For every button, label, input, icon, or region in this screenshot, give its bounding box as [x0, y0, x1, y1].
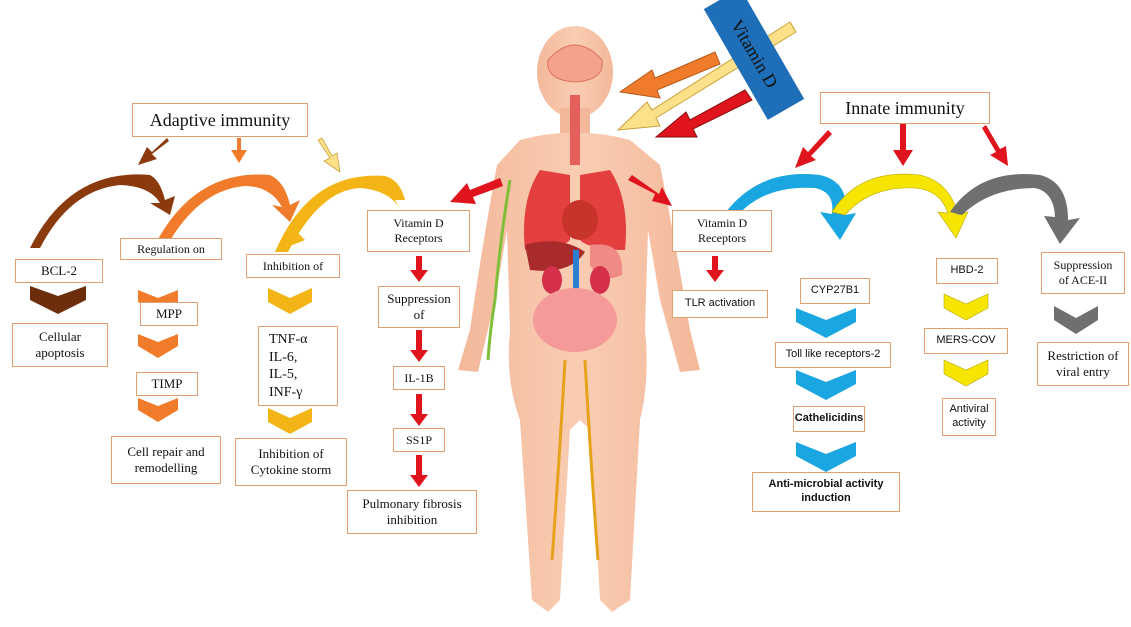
- mers-cov-box: MERS-COV: [924, 328, 1008, 354]
- adaptive-immunity-title: Adaptive immunity: [132, 103, 308, 137]
- hbd2-box: HBD-2: [936, 258, 998, 284]
- cellular-apoptosis-box: Cellular apoptosis: [12, 323, 108, 367]
- ss1p-box: SS1P: [393, 428, 445, 452]
- adaptive-vitamin-d-receptors-box: Vitamin D Receptors: [367, 210, 470, 252]
- toll-like-receptors-box: Toll like receptors-2: [775, 342, 891, 368]
- cytokines-box: TNF-α IL-6, IL-5, INF-γ: [258, 326, 338, 406]
- il1b-box: IL-1B: [393, 366, 445, 390]
- antiviral-activity-box: Antiviral activity: [942, 398, 996, 436]
- innate-arcs: [726, 174, 1080, 244]
- tlr-activation-box: TLR activation: [672, 290, 768, 318]
- mpp-box: MPP: [140, 302, 198, 326]
- human-body-figure: [458, 26, 700, 612]
- bcl2-box: BCL-2: [15, 259, 103, 283]
- cathelicidins-box: Cathelicidins: [793, 406, 865, 432]
- cell-repair-box: Cell repair and remodelling: [111, 436, 221, 484]
- adaptive-top-arrows: [138, 138, 340, 172]
- innate-top-arrows: [795, 122, 1008, 168]
- pulmonary-fibrosis-box: Pulmonary fibrosis inhibition: [347, 490, 477, 534]
- innate-immunity-title: Innate immunity: [820, 92, 990, 124]
- antimicrobial-box: Anti-microbial activity induction: [752, 472, 900, 512]
- cyp27b1-box: CYP27B1: [800, 278, 870, 304]
- cytokine-storm-box: Inhibition of Cytokine storm: [235, 438, 347, 486]
- innate-vitamin-d-receptors-box: Vitamin D Receptors: [672, 210, 772, 252]
- restriction-viral-entry-box: Restriction of viral entry: [1037, 342, 1129, 386]
- inhibition-of-box: Inhibition of: [246, 254, 340, 278]
- regulation-on-box: Regulation on: [120, 238, 222, 260]
- suppression-ace-box: Suppression of ACE-II: [1041, 252, 1125, 294]
- timp-box: TIMP: [136, 372, 198, 396]
- suppression-of-box: Suppression of: [378, 286, 460, 328]
